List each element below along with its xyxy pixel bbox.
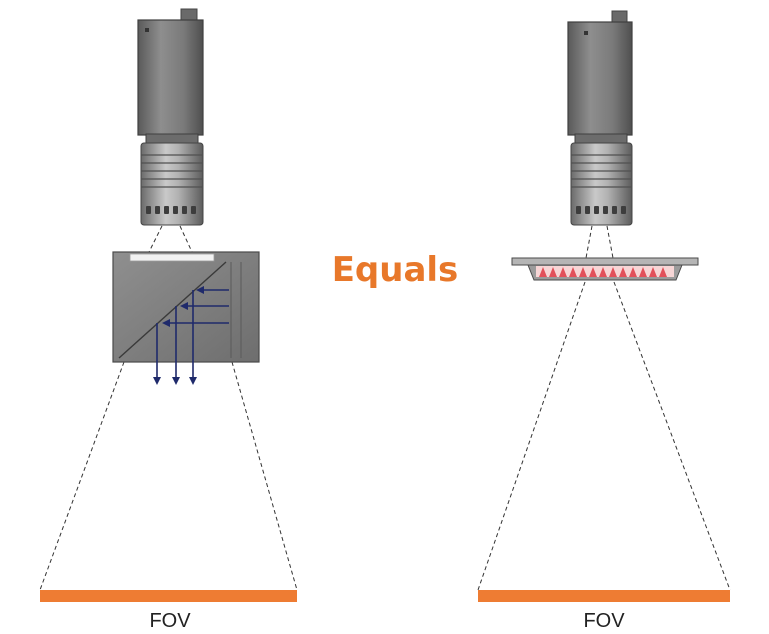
equals-label: Equals (332, 250, 459, 290)
left-fov-label: FOV (149, 610, 191, 632)
left-camera (137, 8, 204, 226)
beam-arrows (153, 286, 229, 385)
left-view-lines (39, 225, 298, 591)
beam-splitter-icon (112, 251, 260, 363)
right-camera (567, 10, 633, 226)
right-fov-label: FOV (583, 610, 625, 632)
right-fov-bar (478, 590, 730, 602)
right-view-lines (477, 225, 731, 591)
arrow-down-icon (153, 290, 197, 385)
ring-light-icon (511, 257, 699, 281)
camera-icon (567, 10, 633, 226)
left-fov-bar (40, 590, 297, 602)
camera-icon (137, 8, 204, 226)
